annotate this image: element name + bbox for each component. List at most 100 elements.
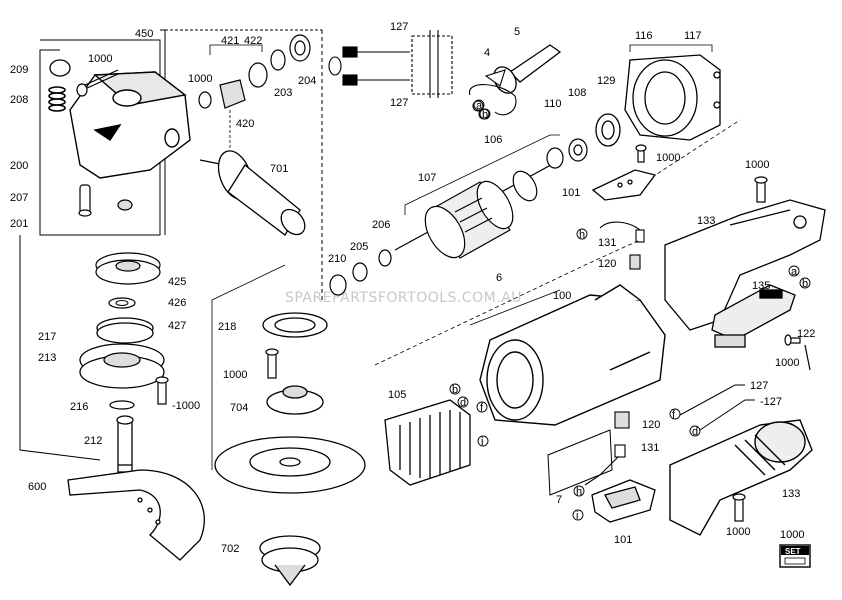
label-129: 129 bbox=[597, 75, 615, 87]
label-200: 200 bbox=[10, 160, 28, 172]
label-5: 5 bbox=[514, 26, 520, 38]
label-421: 421 bbox=[221, 35, 239, 47]
bearing-427 bbox=[96, 317, 154, 344]
label-131-a: 131 bbox=[598, 237, 616, 249]
label-101-b: 101 bbox=[614, 534, 632, 546]
label-1000-f: 1000 bbox=[223, 369, 247, 381]
label-207: 207 bbox=[10, 192, 28, 204]
label-a-1: a bbox=[476, 100, 483, 112]
label-i-2: i bbox=[576, 510, 578, 522]
label-122: 122 bbox=[797, 328, 815, 340]
label-427: 427 bbox=[168, 320, 186, 332]
label-212: 212 bbox=[84, 435, 102, 447]
bearing-110 bbox=[546, 147, 564, 169]
screw-1000-rear bbox=[754, 176, 768, 203]
label-1000-e: -1000 bbox=[172, 400, 200, 412]
switch-diagram-127 bbox=[328, 30, 453, 98]
label-6: 6 bbox=[496, 272, 502, 284]
rear-handle-133-lower bbox=[669, 419, 813, 536]
label-204: 204 bbox=[298, 75, 316, 87]
leader-dash-motor bbox=[374, 239, 641, 366]
leader-dash-fan bbox=[639, 119, 741, 186]
label-116: 116 bbox=[635, 30, 653, 42]
label-1000-set: 1000 bbox=[780, 529, 804, 541]
housing-boss bbox=[112, 89, 142, 107]
screw-1000-218 bbox=[265, 348, 279, 379]
label-a-2: a bbox=[791, 266, 798, 278]
group-frame-left bbox=[39, 39, 161, 236]
label-h-1: h bbox=[579, 229, 585, 241]
brush-cover-101-top bbox=[591, 169, 657, 201]
label-107: 107 bbox=[418, 172, 436, 184]
label-f-3: f bbox=[480, 402, 484, 414]
label-105: 105 bbox=[388, 389, 406, 401]
label-d-2: d bbox=[692, 426, 698, 438]
washer-216 bbox=[109, 400, 135, 410]
label-209: 209 bbox=[10, 64, 28, 76]
flange-213 bbox=[79, 343, 165, 389]
label-1000-h: 1000 bbox=[726, 526, 750, 538]
label-600: 600 bbox=[28, 481, 46, 493]
washers-206-205-210 bbox=[329, 249, 392, 296]
label-7: 7 bbox=[556, 494, 562, 506]
label-450: 450 bbox=[135, 28, 153, 40]
leader-107 bbox=[404, 134, 560, 215]
label-b-2: b bbox=[802, 278, 808, 290]
bearing-108 bbox=[568, 138, 588, 162]
label-4: 4 bbox=[484, 47, 490, 59]
label-f-2: f bbox=[672, 409, 676, 421]
connector-131-top bbox=[599, 221, 645, 270]
label-120-b: 120 bbox=[642, 419, 660, 431]
label-106: 106 bbox=[484, 134, 502, 146]
washer-426-hole bbox=[115, 300, 129, 306]
label-i-3: i bbox=[481, 436, 483, 448]
label-1000-c: 1000 bbox=[656, 152, 680, 164]
ring-129 bbox=[595, 113, 621, 147]
label-127-a: 127 bbox=[390, 21, 408, 33]
rear-housing-133 bbox=[664, 199, 826, 331]
spring-122 bbox=[804, 344, 811, 371]
frame-600-leader bbox=[19, 235, 101, 461]
housing-port bbox=[164, 128, 180, 148]
label-1000-b: 1000 bbox=[188, 73, 212, 85]
label-b-3: b bbox=[452, 384, 458, 396]
bevel-gear-425 bbox=[95, 252, 161, 285]
label-213: 213 bbox=[38, 352, 56, 364]
fan-housing-116 bbox=[624, 54, 721, 141]
screw-1000-switch bbox=[784, 334, 801, 346]
cap-209 bbox=[49, 59, 71, 77]
backing-flange-704 bbox=[266, 385, 324, 415]
wires-127-lower bbox=[679, 384, 755, 431]
label-133-b: 133 bbox=[782, 488, 800, 500]
label-201: 201 bbox=[10, 218, 28, 230]
label-205: 205 bbox=[350, 241, 368, 253]
label-425: 425 bbox=[168, 276, 186, 288]
label-426: 426 bbox=[168, 297, 186, 309]
label-217: 217 bbox=[38, 331, 56, 343]
gear-head-group bbox=[19, 29, 323, 461]
side-handle-701 bbox=[199, 150, 306, 236]
label-203: 203 bbox=[274, 87, 292, 99]
leader-218 bbox=[211, 264, 286, 301]
leader-lines-top bbox=[209, 44, 263, 150]
label-206: 206 bbox=[372, 219, 390, 231]
part-labels: 450 1000 209 208 200 207 201 421 422 100… bbox=[10, 21, 815, 555]
switch-135 bbox=[711, 284, 796, 348]
label-117: 117 bbox=[684, 30, 702, 42]
label-d-3: d bbox=[460, 397, 466, 409]
label-h-2: h bbox=[576, 486, 582, 498]
label-strip-6 bbox=[469, 289, 561, 326]
label-101-a: 101 bbox=[562, 187, 580, 199]
pin-207 bbox=[78, 184, 92, 217]
stator-105 bbox=[384, 399, 471, 486]
label-1000-g: 1000 bbox=[775, 357, 799, 369]
grinding-disc bbox=[214, 436, 366, 494]
screw-1000-handle bbox=[732, 493, 746, 522]
label-422: 422 bbox=[244, 35, 262, 47]
gear-head-housing bbox=[69, 71, 191, 179]
set-label: SET bbox=[785, 547, 801, 556]
watermark: SPAREPARTSFORTOOLS.COM.AU bbox=[285, 290, 522, 306]
set-box: SET bbox=[779, 544, 811, 568]
